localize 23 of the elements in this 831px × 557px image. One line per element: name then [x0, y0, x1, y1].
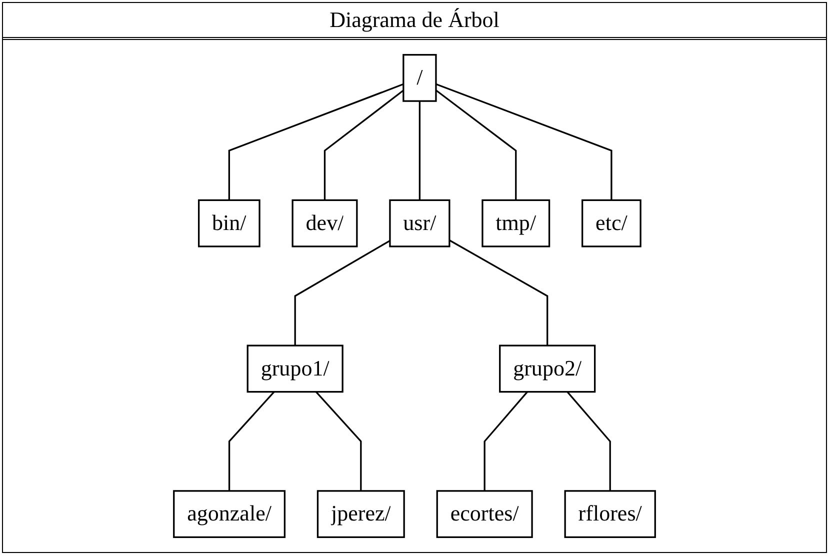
- connector-line: [315, 391, 362, 491]
- directory-box: rflores/: [564, 490, 656, 538]
- connector-line: [435, 90, 517, 200]
- directory-box: bin/: [198, 199, 260, 248]
- directory-box: /: [402, 54, 437, 102]
- directory-box: agonzale/: [173, 490, 286, 538]
- connector-line: [418, 101, 421, 200]
- directory-box: etc/: [582, 199, 642, 248]
- diagram-title: Diagrama de Árbol: [3, 3, 826, 40]
- connector-line: [228, 83, 404, 200]
- directory-box: usr/: [389, 199, 450, 248]
- connector-line: [228, 391, 275, 491]
- connector-line: [449, 240, 548, 346]
- connector-line: [324, 90, 404, 200]
- directory-box: grupo2/: [499, 344, 596, 393]
- connector-line: [294, 240, 390, 346]
- connector-line: [436, 83, 612, 200]
- directory-box: dev/: [292, 199, 358, 248]
- directory-box: tmp/: [482, 199, 550, 248]
- connector-line: [566, 391, 611, 491]
- directory-box: ecortes/: [436, 490, 533, 538]
- directory-box: grupo1/: [246, 344, 344, 393]
- connector-line: [484, 391, 528, 491]
